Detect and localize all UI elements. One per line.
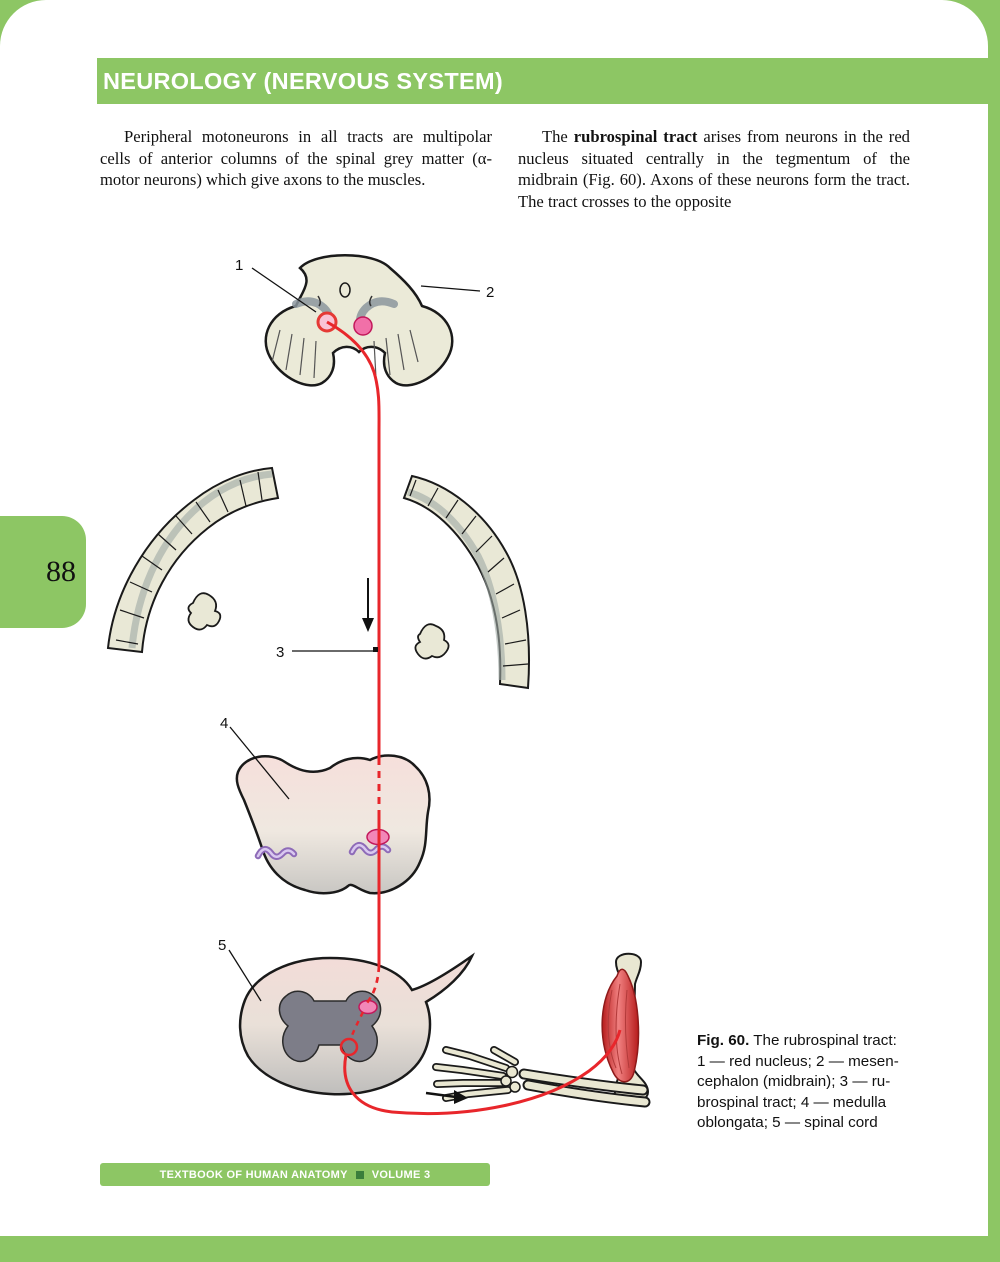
hand-bones xyxy=(432,1046,521,1102)
olivary-nuclei xyxy=(254,841,392,860)
paragraph-right-lead: The xyxy=(542,127,574,146)
folia-lines-right xyxy=(409,479,529,667)
paragraph-left: Peripheral motoneurons in all tracts are… xyxy=(100,127,492,190)
rubrospinal-tract-line xyxy=(326,320,622,1116)
direction-arrow-icon xyxy=(425,1090,468,1104)
footer-book-title: TEXTBOOK OF HUMAN ANATOMY xyxy=(159,1168,348,1181)
figure-label-4: 4 xyxy=(220,715,228,732)
page-header: NEUROLOGY (NERVOUS SYSTEM) xyxy=(97,58,1000,104)
page-number-tab: 88 xyxy=(0,516,86,628)
red-nucleus-left xyxy=(316,311,338,333)
footer-volume: VOLUME 3 xyxy=(371,1168,431,1181)
peduncle-striations xyxy=(271,329,419,379)
figure-caption: Fig. 60. The rubrospinal tract: 1 — red … xyxy=(697,1031,951,1134)
humerus-bone xyxy=(613,952,650,1104)
paragraph-right-rest: arises from neurons in the red nucleus s… xyxy=(518,127,910,211)
figure-label-1: 1 xyxy=(235,257,243,274)
figure-label-2: 2 xyxy=(486,284,494,301)
page-number: 88 xyxy=(46,555,76,588)
page-title: NEUROLOGY (NERVOUS SYSTEM) xyxy=(103,67,503,94)
cerebral-aqueduct xyxy=(339,282,351,298)
arm-skeleton-drawing xyxy=(432,952,651,1108)
medulla-drawing xyxy=(235,754,431,895)
cerebellum-right-drawing xyxy=(402,474,531,690)
caption-line: 1 — red nucleus; 2 — mesen- xyxy=(697,1052,899,1070)
cerebellum-left-drawing xyxy=(106,466,280,654)
caption-title: The rubrospinal tract: xyxy=(753,1032,897,1049)
figure-label-3: 3 xyxy=(276,644,284,661)
cerebellum-fragment-small-left xyxy=(187,592,222,631)
folia-lines-left xyxy=(115,471,263,645)
down-arrow-icon xyxy=(362,578,374,632)
cerebellum-fragment-small-right xyxy=(414,623,450,660)
footer-separator-square xyxy=(355,1170,364,1179)
spinal-cord-drawing xyxy=(238,952,475,1096)
rubrospinal-tract-term: rubrospinal tract xyxy=(573,127,698,146)
motoneuron-ring xyxy=(339,1037,359,1057)
caption-line: oblongata; 5 — spinal cord xyxy=(697,1114,878,1131)
figure-label-5: 5 xyxy=(218,937,226,954)
midbrain-drawing xyxy=(264,254,454,387)
footer-bar: TEXTBOOK OF HUMAN ANATOMY VOLUME 3 xyxy=(100,1163,490,1186)
biceps-muscle xyxy=(601,968,640,1083)
page: NEUROLOGY (NERVOUS SYSTEM) Peripheral mo… xyxy=(0,0,988,1236)
grey-matter-butterfly xyxy=(278,990,382,1063)
forearm-bones xyxy=(518,1068,651,1108)
caption-fig-number: Fig. 60. xyxy=(697,1032,750,1049)
caption-line: brospinal tract; 4 — medulla xyxy=(697,1093,887,1111)
caption-line: cephalon (midbrain); 3 — ru- xyxy=(697,1073,891,1090)
tract-nucleus-medulla xyxy=(366,828,390,846)
tract-nucleus-cord xyxy=(358,999,378,1015)
caption-line: Fig. 60. The rubrospinal tract: xyxy=(697,1031,951,1052)
paragraph-right: The rubrospinal tract arises from neuron… xyxy=(518,126,910,212)
red-nucleus-right xyxy=(353,316,373,336)
figure-labels xyxy=(228,267,481,1002)
